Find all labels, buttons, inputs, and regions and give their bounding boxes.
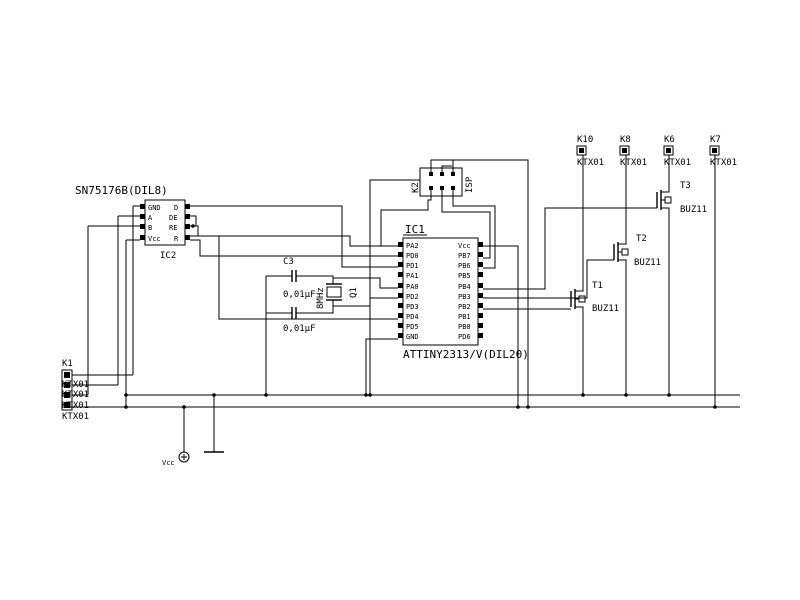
connector-k1: K1 KTX01 KTX01 KTX01 KTX01 xyxy=(61,359,89,422)
connector-k6-ref: K6 xyxy=(664,135,675,145)
transistor-t1-type: BUZ11 xyxy=(592,304,619,314)
capacitor-value-label: 0,01µF xyxy=(283,324,316,334)
ic1-ref-label: IC1 xyxy=(405,223,425,236)
ic2-pin-r: R xyxy=(174,235,179,243)
ic1-component: IC1 ATTINY2313/V(DIL20) PA2 PD0 PD1 PA1 … xyxy=(398,223,529,361)
wires xyxy=(66,155,740,409)
connector-k10-ref: K10 xyxy=(577,135,593,145)
ic1-pin-pa1: PA1 xyxy=(406,272,419,280)
connector-k1-type-4: KTX01 xyxy=(62,412,89,422)
vcc-symbol: Vcc xyxy=(162,405,190,467)
ic1-pin-vcc: Vcc xyxy=(458,242,471,250)
transistor-t2: T2 BUZ11 xyxy=(613,232,661,268)
ic1-pin-pd2: PD2 xyxy=(406,293,419,301)
ic2-pin-a: A xyxy=(148,214,153,222)
ic1-pin-pd0: PD0 xyxy=(406,252,419,260)
capacitor-c3: C3 xyxy=(283,257,297,282)
ic1-pin-pb2: PB2 xyxy=(458,303,471,311)
ic2-part-label: SN75176B(DIL8) xyxy=(75,184,168,197)
transistor-t3-ref: T3 xyxy=(680,181,691,191)
capacitor-c3-ref: C3 xyxy=(283,257,294,267)
ic1-pin-pb4: PB4 xyxy=(458,283,471,291)
ic1-part-label: ATTINY2313/V(DIL20) xyxy=(403,348,529,361)
transistor-t1-ref: T1 xyxy=(592,281,603,291)
connector-k10-type: KTX01 xyxy=(577,158,604,168)
transistor-t2-type: BUZ11 xyxy=(634,258,661,268)
ic1-pin-pd6: PD6 xyxy=(458,333,471,341)
ic1-pin-pb3: PB3 xyxy=(458,293,471,301)
connector-k10: K10 KTX01 xyxy=(576,135,604,168)
ic2-pin-d: D xyxy=(174,204,178,212)
ic1-pin-pb1: PB1 xyxy=(458,313,471,321)
ground-symbol xyxy=(204,395,224,453)
isp-header: K2 ISP xyxy=(411,167,475,197)
connector-k8-ref: K8 xyxy=(620,135,631,145)
ic1-pin-pb0: PB0 xyxy=(458,323,471,331)
connector-k8: K8 KTX01 xyxy=(619,135,647,168)
ic1-body xyxy=(402,237,479,346)
ic1-pin-gnd: GND xyxy=(406,333,419,341)
ic1-pin-pd5: PD5 xyxy=(406,323,419,331)
ic2-pin-b: B xyxy=(148,224,152,232)
connector-k7: K7 KTX01 xyxy=(709,135,737,168)
connector-k7-type: KTX01 xyxy=(710,158,737,168)
ic1-pin-pd3: PD3 xyxy=(406,303,419,311)
capacitor-c4-label: 0,01µF xyxy=(283,290,316,300)
ic1-pin-pb6: PB6 xyxy=(458,262,471,270)
ic2-pin-vcc: Vcc xyxy=(148,235,161,243)
connector-k6: K6 KTX01 xyxy=(663,135,691,168)
isp-label-k2: K2 xyxy=(411,182,421,193)
ic1-pin-pd1: PD1 xyxy=(406,262,419,270)
connector-k1-type-3: KTX01 xyxy=(62,401,89,411)
ic2-pin-de: DE xyxy=(169,214,177,222)
ic2-pin-gnd: GND xyxy=(148,204,161,212)
transistor-t1: T1 BUZ11 xyxy=(570,279,619,315)
crystal-ref: Q1 xyxy=(349,287,359,298)
crystal-q1: Q1 8MHz xyxy=(316,283,359,309)
ic1-pin-pa2: PA2 xyxy=(406,242,419,250)
ic2-ref-label: IC2 xyxy=(160,251,176,261)
ic1-pin-pb7: PB7 xyxy=(458,252,471,260)
ic1-pin-pa0: PA0 xyxy=(406,283,419,291)
ic1-pin-pd4: PD4 xyxy=(406,313,419,321)
transistor-t2-ref: T2 xyxy=(636,234,647,244)
connector-k6-type: KTX01 xyxy=(664,158,691,168)
ic2-body xyxy=(144,199,186,246)
connector-k1-ref: K1 xyxy=(62,359,73,369)
transistor-t3: T3 BUZ11 xyxy=(656,180,707,216)
connector-k8-type: KTX01 xyxy=(620,158,647,168)
ic1-pin-pb5: PB5 xyxy=(458,272,471,280)
isp-label-isp: ISP xyxy=(465,176,475,193)
ic2-pin-re: RE xyxy=(169,224,177,232)
ic2-component: SN75176B(DIL8) IC2 GND A B Vcc D DE RE R xyxy=(75,184,197,261)
vcc-label: Vcc xyxy=(162,459,175,467)
crystal-value: 8MHz xyxy=(316,287,326,309)
connector-k7-ref: K7 xyxy=(710,135,721,145)
transistor-t3-type: BUZ11 xyxy=(680,205,707,215)
capacitor-c4: 0,01µF 0,01µF xyxy=(283,290,316,334)
